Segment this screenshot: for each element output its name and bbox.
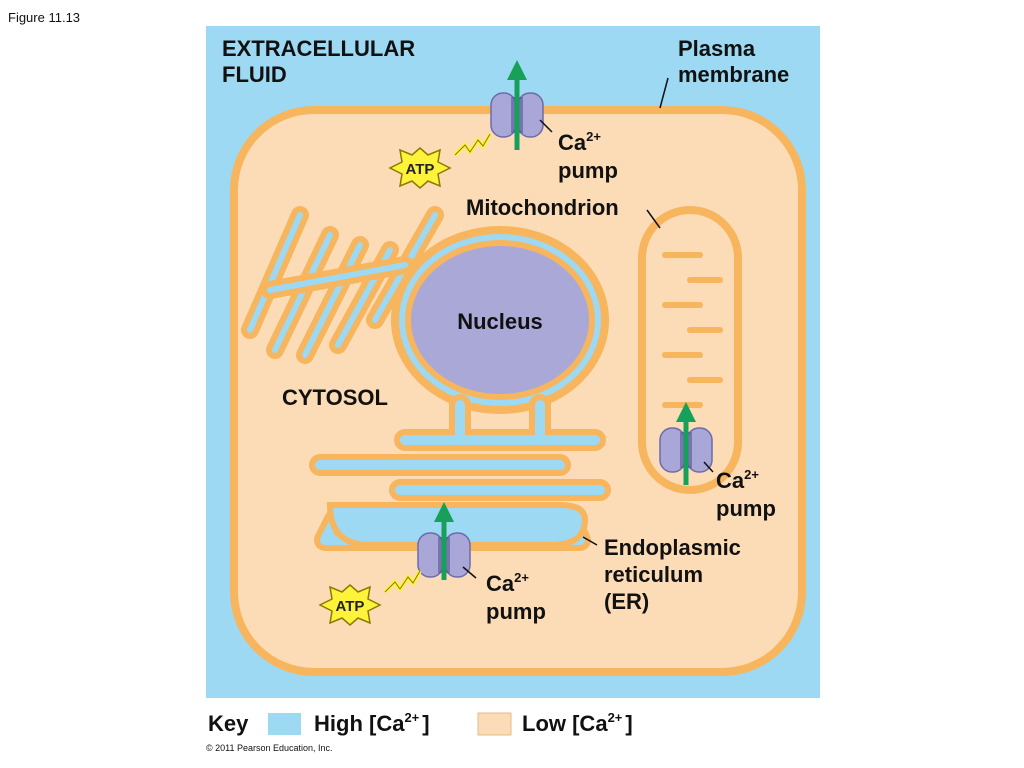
plasma-membrane-label-1: Plasma	[678, 36, 756, 61]
nucleus	[405, 240, 595, 400]
ca-pump-mitochondrion	[659, 402, 713, 485]
key-swatch-high	[268, 713, 301, 735]
pump-label-er: pump	[486, 599, 546, 624]
ca-pump-label-er: Ca2+	[486, 570, 529, 596]
atp-label-bottom: ATP	[336, 598, 365, 615]
figure-label: Figure 11.13	[8, 10, 80, 25]
nucleus-label: Nucleus	[457, 309, 543, 334]
ca-pump-er	[417, 502, 471, 580]
pump-label-top: pump	[558, 158, 618, 183]
endoplasmic-reticulum	[309, 394, 611, 551]
atp-star-bottom: ATP	[318, 569, 422, 626]
key-title: Key	[208, 711, 249, 736]
key-low-label: Low [Ca2+]	[522, 710, 633, 736]
cytosol-label: CYTOSOL	[282, 385, 388, 410]
copyright: © 2011 Pearson Education, Inc.	[206, 743, 333, 753]
ca-pump-label-top: Ca2+	[558, 129, 601, 155]
atp-star-top: ATP	[388, 132, 492, 189]
atp-label-top: ATP	[406, 161, 435, 178]
er-lumen	[326, 502, 589, 548]
er-label-1: Endoplasmic	[604, 535, 741, 560]
golgi-cisternae	[241, 206, 444, 364]
er-label-3: (ER)	[604, 589, 649, 614]
ca-pump-plasma-membrane	[490, 60, 544, 150]
leader-lines	[462, 77, 714, 579]
key-swatch-low	[477, 712, 512, 736]
extracellular-fluid-label-2: FLUID	[222, 62, 287, 87]
extracellular-fluid-label-1: EXTRACELLULAR	[222, 36, 415, 61]
mitochondrion-cristae	[662, 252, 723, 408]
key-legend: Key High [Ca2+] Low [Ca2+]	[208, 710, 633, 736]
mitochondrion-label: Mitochondrion	[466, 195, 619, 220]
pump-label-mito: pump	[716, 496, 776, 521]
plasma-membrane-label-2: membrane	[678, 62, 789, 87]
er-label-2: reticulum	[604, 562, 703, 587]
key-high-label: High [Ca2+]	[314, 710, 430, 736]
ca-pump-label-mito: Ca2+	[716, 467, 759, 493]
